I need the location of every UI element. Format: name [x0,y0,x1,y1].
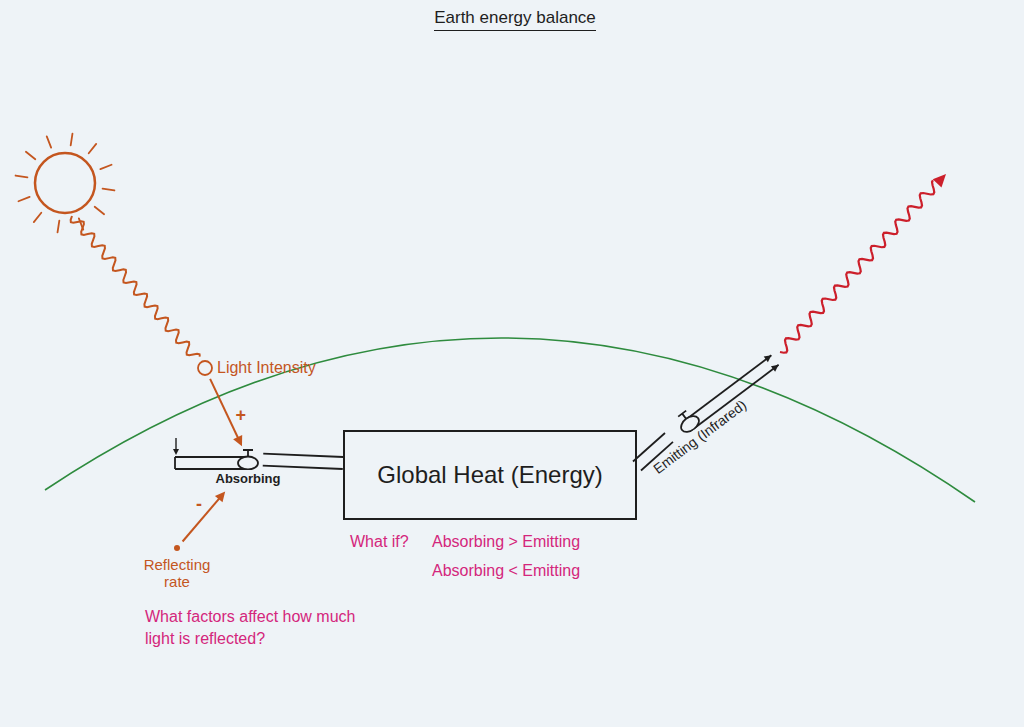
sun-ray [71,134,73,146]
inflow-pipe [175,468,248,470]
valve-symbol [233,448,263,470]
pipe-end-arrow [771,365,779,372]
arrow-line [210,379,238,439]
stock-box: Global Heat (Energy) [343,430,637,520]
connectors [183,379,673,542]
flow-valve: Emitting (Infrared) [636,378,751,480]
sun-ray [47,136,51,147]
earth-horizon [45,338,975,502]
edge-sign: + [235,406,246,424]
layout-strokes [16,134,946,469]
sun-ray [34,213,41,222]
sun-ray [26,152,35,159]
pipe-wall [263,454,343,457]
flow-valve: Absorbing [216,448,281,490]
note-text: What if? [350,531,409,553]
note-text: Absorbing > Emitting [432,531,580,553]
source-arrow [175,438,176,450]
node-text: Emitting (Infrared) [650,397,749,477]
converter-label: Reflecting rate [137,543,217,591]
source-arrowhead [173,449,179,455]
converter-circle: Light Intensity [196,359,316,377]
inflow-pipe [175,456,248,458]
sun-ray [58,221,60,233]
flow-pipe [263,454,344,469]
edge-sign: - [196,495,202,513]
note-text: What factors affect how much light is re… [145,606,377,649]
pipe-end-arrow [764,355,772,362]
sun-disc [35,153,95,213]
sun-ray [95,207,104,214]
pipe-cap [174,457,176,469]
node-text: Light Intensity [217,359,316,377]
sun-ray [16,176,28,178]
diagram-title: Earth energy balance [434,8,596,31]
arrowhead [233,435,242,446]
converter-symbol [196,359,214,377]
sun-ray [100,165,111,169]
sunlight-wave [71,216,200,357]
infrared-wave [780,180,934,353]
sun-ray [89,144,96,153]
node-text: Absorbing [216,471,281,486]
node-text: Reflecting rate [137,556,217,591]
infrared-arrowhead [933,174,946,188]
sun-ray [18,197,29,201]
influence-arrow [183,492,226,542]
arrowhead [215,492,225,503]
link-origin-dot [172,543,182,553]
node-text: Global Heat (Energy) [363,461,616,489]
sun-ray [103,189,115,191]
note-text: Absorbing < Emitting [432,560,580,582]
pipe-wall [263,466,343,469]
